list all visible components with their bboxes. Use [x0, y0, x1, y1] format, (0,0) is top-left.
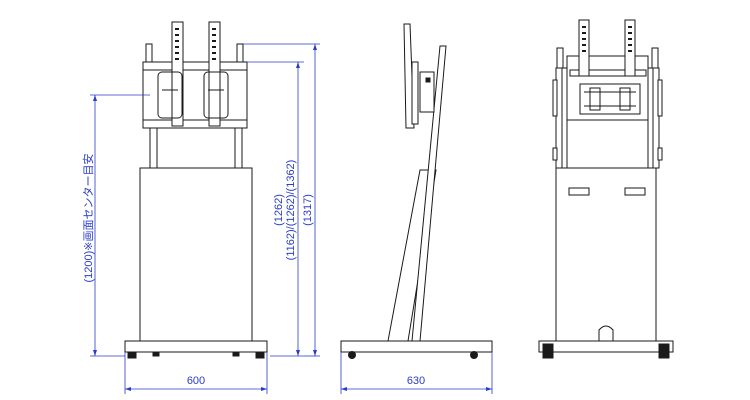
- front-base-plate: [124, 340, 268, 353]
- screen-center-height-label: (1200)※画面センター目安: [81, 153, 95, 282]
- rear-base-plate: [538, 340, 674, 353]
- column-height-b-label: (1162)/(1262)/(1362): [285, 160, 297, 261]
- front-bracket-holes: [175, 28, 216, 60]
- front-view: [124, 21, 268, 359]
- front-post-left: [145, 43, 153, 63]
- front-post-right: [236, 43, 244, 63]
- rear-post-right: [651, 47, 659, 69]
- front-caster-left: [127, 351, 137, 359]
- side-view: [340, 23, 493, 359]
- rear-bracket-holes: [582, 26, 632, 52]
- front-cabinet: [139, 167, 253, 342]
- rear-handle-right: [624, 187, 646, 196]
- front-bracket-left: [171, 21, 184, 127]
- front-adapter-left: [157, 71, 183, 119]
- front-bracket-right: [208, 21, 221, 127]
- rear-caster-right: [658, 343, 670, 359]
- side-caster-left: [348, 351, 356, 359]
- side-mount-knob: [425, 77, 431, 83]
- overall-height-label: (1317): [302, 194, 314, 226]
- front-pole-left: [149, 127, 158, 169]
- rear-view: [538, 19, 674, 359]
- rear-cable-notch: [598, 325, 614, 341]
- front-width-label: 600: [187, 375, 205, 387]
- front-pole-right: [234, 127, 243, 169]
- front-caster-mid-left: [152, 351, 160, 357]
- front-caster-mid-right: [232, 351, 240, 357]
- rear-bracket-right: [624, 19, 636, 77]
- rear-handle-left: [568, 187, 590, 196]
- rear-bracket-left: [578, 19, 590, 77]
- side-pole: [411, 45, 447, 342]
- side-display-back: [411, 61, 419, 125]
- column-height-a-label: (1262): [273, 194, 285, 226]
- side-depth-label: 630: [407, 375, 425, 387]
- rear-cabinet: [555, 167, 657, 342]
- front-adapter-right: [203, 71, 229, 119]
- rear-post-left: [556, 47, 564, 69]
- front-caster-right: [255, 351, 265, 359]
- front-mount-plate: [142, 61, 248, 129]
- rear-caster-left: [542, 343, 554, 359]
- rear-top-bar: [569, 69, 647, 77]
- side-base-plate: [340, 340, 493, 353]
- rear-adapter: [579, 83, 641, 115]
- side-caster-right: [470, 351, 478, 359]
- dimension-lines: [90, 43, 493, 394]
